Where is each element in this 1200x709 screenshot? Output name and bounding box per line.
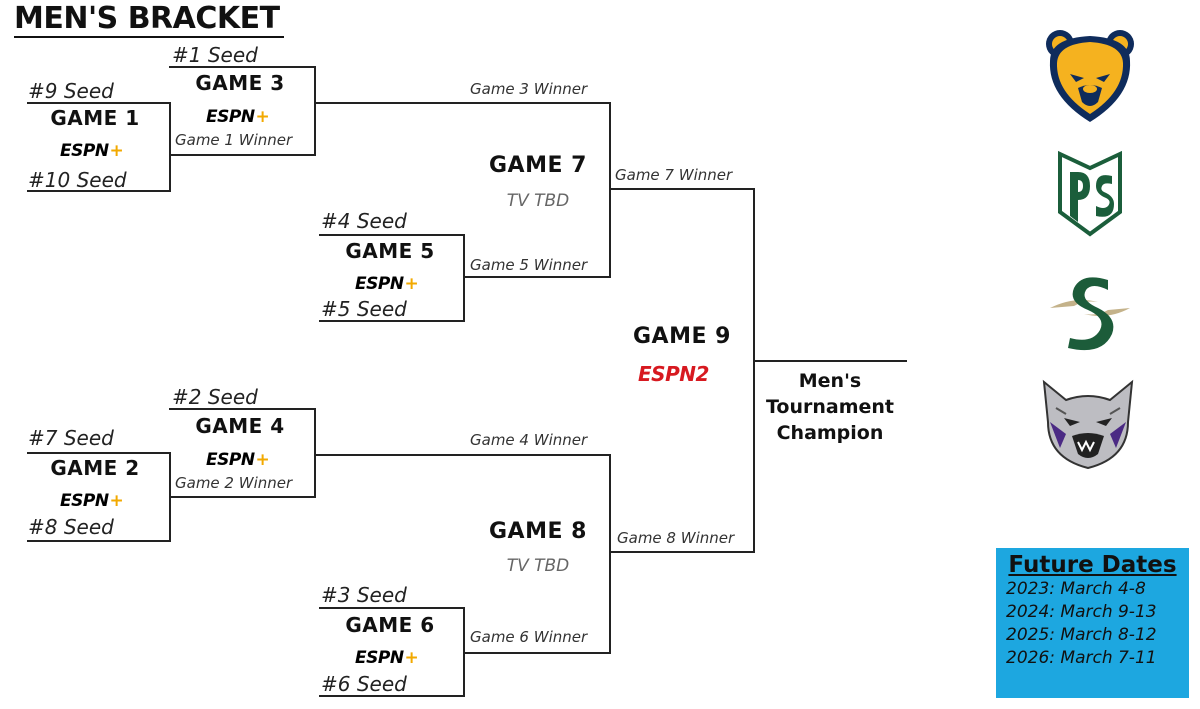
future-date-item: 2023: March 4-8 <box>1006 579 1146 599</box>
bracket-line <box>169 408 316 410</box>
bracket-line <box>27 190 171 192</box>
champion-line3: Champion <box>776 422 884 444</box>
game7-title: GAME 7 <box>489 153 587 178</box>
game1-bottom-seed: #10 Seed <box>28 168 127 192</box>
game1-top-seed: #9 Seed <box>28 79 114 103</box>
espn-wordmark: ESPN <box>355 274 404 294</box>
espn-plus-sign: + <box>404 648 419 668</box>
game5-network-logo: ESPN+ <box>355 274 419 294</box>
espn-plus-sign: + <box>404 274 419 294</box>
future-dates-panel: Future Dates 2023: March 4-8 2024: March… <box>996 548 1189 698</box>
game3-top-seed: #1 Seed <box>172 43 258 67</box>
game6-network-logo: ESPN+ <box>355 648 419 668</box>
game5-top-seed: #4 Seed <box>321 209 407 233</box>
game8-winner-label: Game 8 Winner <box>617 529 735 547</box>
bracket-line <box>609 454 611 654</box>
bracket-line <box>609 551 755 553</box>
game3-title: GAME 3 <box>195 71 285 95</box>
game8-title: GAME 8 <box>489 519 587 544</box>
game6-title: GAME 6 <box>345 613 435 637</box>
bracket-line <box>753 188 755 553</box>
wildcat-logo <box>1042 379 1134 470</box>
s-logo <box>1050 277 1130 351</box>
champion-line2: Tournament <box>765 396 895 418</box>
game6-bottom-seed: #6 Seed <box>321 672 407 696</box>
espn-wordmark: ESPN <box>206 107 255 127</box>
bracket-line <box>463 652 611 654</box>
bracket-line <box>169 102 171 192</box>
future-date-item: 2025: March 8-12 <box>1006 625 1157 645</box>
bracket-line <box>319 320 465 322</box>
espn-plus-sign: + <box>109 491 124 511</box>
game6-top-seed: #3 Seed <box>321 583 407 607</box>
champion-label: Men's Tournament Champion <box>760 368 900 446</box>
bracket-line <box>314 102 611 104</box>
game2-title: GAME 2 <box>50 456 140 480</box>
espn-plus-sign: + <box>109 141 124 161</box>
espn-plus-sign: + <box>255 107 270 127</box>
espn-plus-sign: + <box>255 450 270 470</box>
champion-line1: Men's <box>798 370 862 392</box>
bracket-line <box>314 66 316 156</box>
game3-network-logo: ESPN+ <box>206 107 270 127</box>
game3-winner-label: Game 3 Winner <box>470 80 588 98</box>
game2-bottom-seed: #8 Seed <box>28 515 114 539</box>
espn-wordmark: ESPN <box>60 491 109 511</box>
bracket-line <box>27 540 171 542</box>
game4-network-logo: ESPN+ <box>206 450 270 470</box>
bracket-line <box>609 188 755 190</box>
bracket-line <box>27 102 171 104</box>
bracket-line <box>169 154 316 156</box>
bear-logo <box>1046 30 1134 122</box>
game7-winner-label: Game 7 Winner <box>615 166 733 184</box>
bracket-line <box>463 276 611 278</box>
bracket-line <box>753 360 907 362</box>
bracket-line <box>169 496 316 498</box>
bracket-line <box>314 408 316 498</box>
game7-tv: TV TBD <box>506 191 570 211</box>
game4-top-seed: #2 Seed <box>172 385 258 409</box>
game2-top-seed: #7 Seed <box>28 426 114 450</box>
bracket-line <box>319 607 465 609</box>
bracket-line <box>463 234 465 322</box>
ps-logo <box>1058 150 1122 237</box>
espn-wordmark: ESPN <box>206 450 255 470</box>
game3-bottom-entrant: Game 1 Winner <box>175 131 293 149</box>
game5-bottom-seed: #5 Seed <box>321 297 407 321</box>
game4-winner-label: Game 4 Winner <box>470 431 588 449</box>
game1-title: GAME 1 <box>50 106 140 130</box>
bracket-line <box>609 102 611 278</box>
future-date-item: 2024: March 9-13 <box>1006 602 1157 622</box>
bracket-line <box>169 66 316 68</box>
bracket-line <box>27 452 171 454</box>
espn-wordmark: ESPN <box>355 648 404 668</box>
bracket-line <box>319 234 465 236</box>
game8-tv: TV TBD <box>506 556 570 576</box>
page-title: MEN'S BRACKET <box>14 2 284 38</box>
game2-network-logo: ESPN+ <box>60 491 124 511</box>
game4-bottom-entrant: Game 2 Winner <box>175 474 293 492</box>
game1-network-logo: ESPN+ <box>60 141 124 161</box>
future-date-item: 2026: March 7-11 <box>1006 648 1157 668</box>
espn-wordmark: ESPN <box>60 141 109 161</box>
game5-title: GAME 5 <box>345 239 435 263</box>
game4-title: GAME 4 <box>195 414 285 438</box>
game9-network-logo: ESPN2 <box>638 362 709 386</box>
game9-title: GAME 9 <box>633 324 731 349</box>
game5-winner-label: Game 5 Winner <box>470 256 588 274</box>
future-dates-title: Future Dates <box>1008 552 1177 578</box>
bracket-line <box>319 695 465 697</box>
game6-winner-label: Game 6 Winner <box>470 628 588 646</box>
bracket-line <box>314 454 611 456</box>
